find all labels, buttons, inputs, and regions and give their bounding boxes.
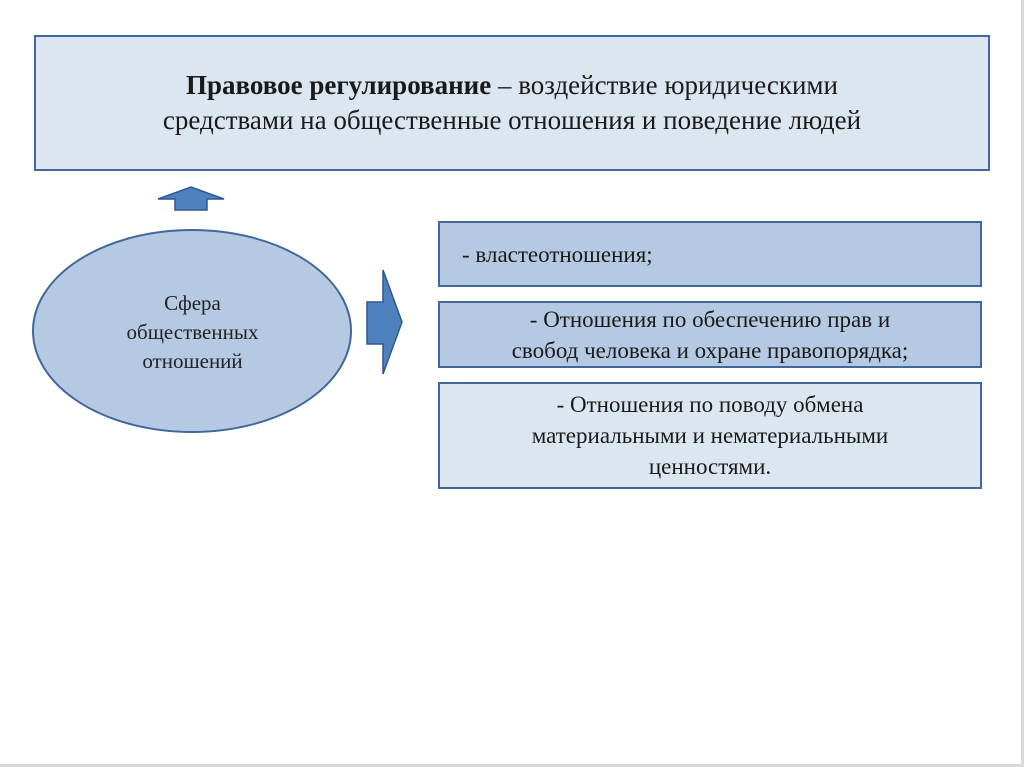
relation-item-rights-line1: - Отношения по обеспечению прав и bbox=[529, 306, 891, 332]
relation-item-exchange-line2: материальными и нематериальными bbox=[531, 423, 889, 448]
sphere-label: Сфера общественных отношений bbox=[70, 282, 315, 382]
relation-item-rights-line2: свобод человека и охране правопорядка; bbox=[511, 337, 909, 363]
relation-item-rights: - Отношения по обеспечению прав и свобод… bbox=[438, 301, 982, 368]
up-arrow-icon bbox=[157, 186, 225, 211]
definition-term: Правовое регулирование bbox=[186, 70, 492, 100]
relation-item-exchange-line1: - Отношения по поводу обмена bbox=[556, 392, 864, 417]
definition-text-line1: воздействие юридическими bbox=[518, 70, 838, 100]
definition-text-line2: средствами на общественные отношения и п… bbox=[162, 105, 862, 135]
relation-item-power: - властеотношения; bbox=[438, 221, 982, 287]
right-arrow-icon bbox=[366, 269, 403, 375]
definition-dash: – bbox=[491, 70, 519, 100]
sphere-label-line2: общественных bbox=[126, 319, 259, 344]
sphere-label-line1: Сфера bbox=[164, 290, 221, 315]
relation-item-exchange-line3: ценностями. bbox=[648, 454, 772, 479]
sphere-label-line3: отношений bbox=[142, 348, 243, 373]
relation-item-power-line1: - властеотношения; bbox=[462, 241, 653, 267]
definition-box: Правовое регулирование – воздействие юри… bbox=[34, 35, 990, 171]
definition-text: Правовое регулирование – воздействие юри… bbox=[163, 68, 861, 138]
relation-item-exchange: - Отношения по поводу обмена материальны… bbox=[438, 382, 982, 489]
sphere-ellipse bbox=[32, 229, 352, 433]
